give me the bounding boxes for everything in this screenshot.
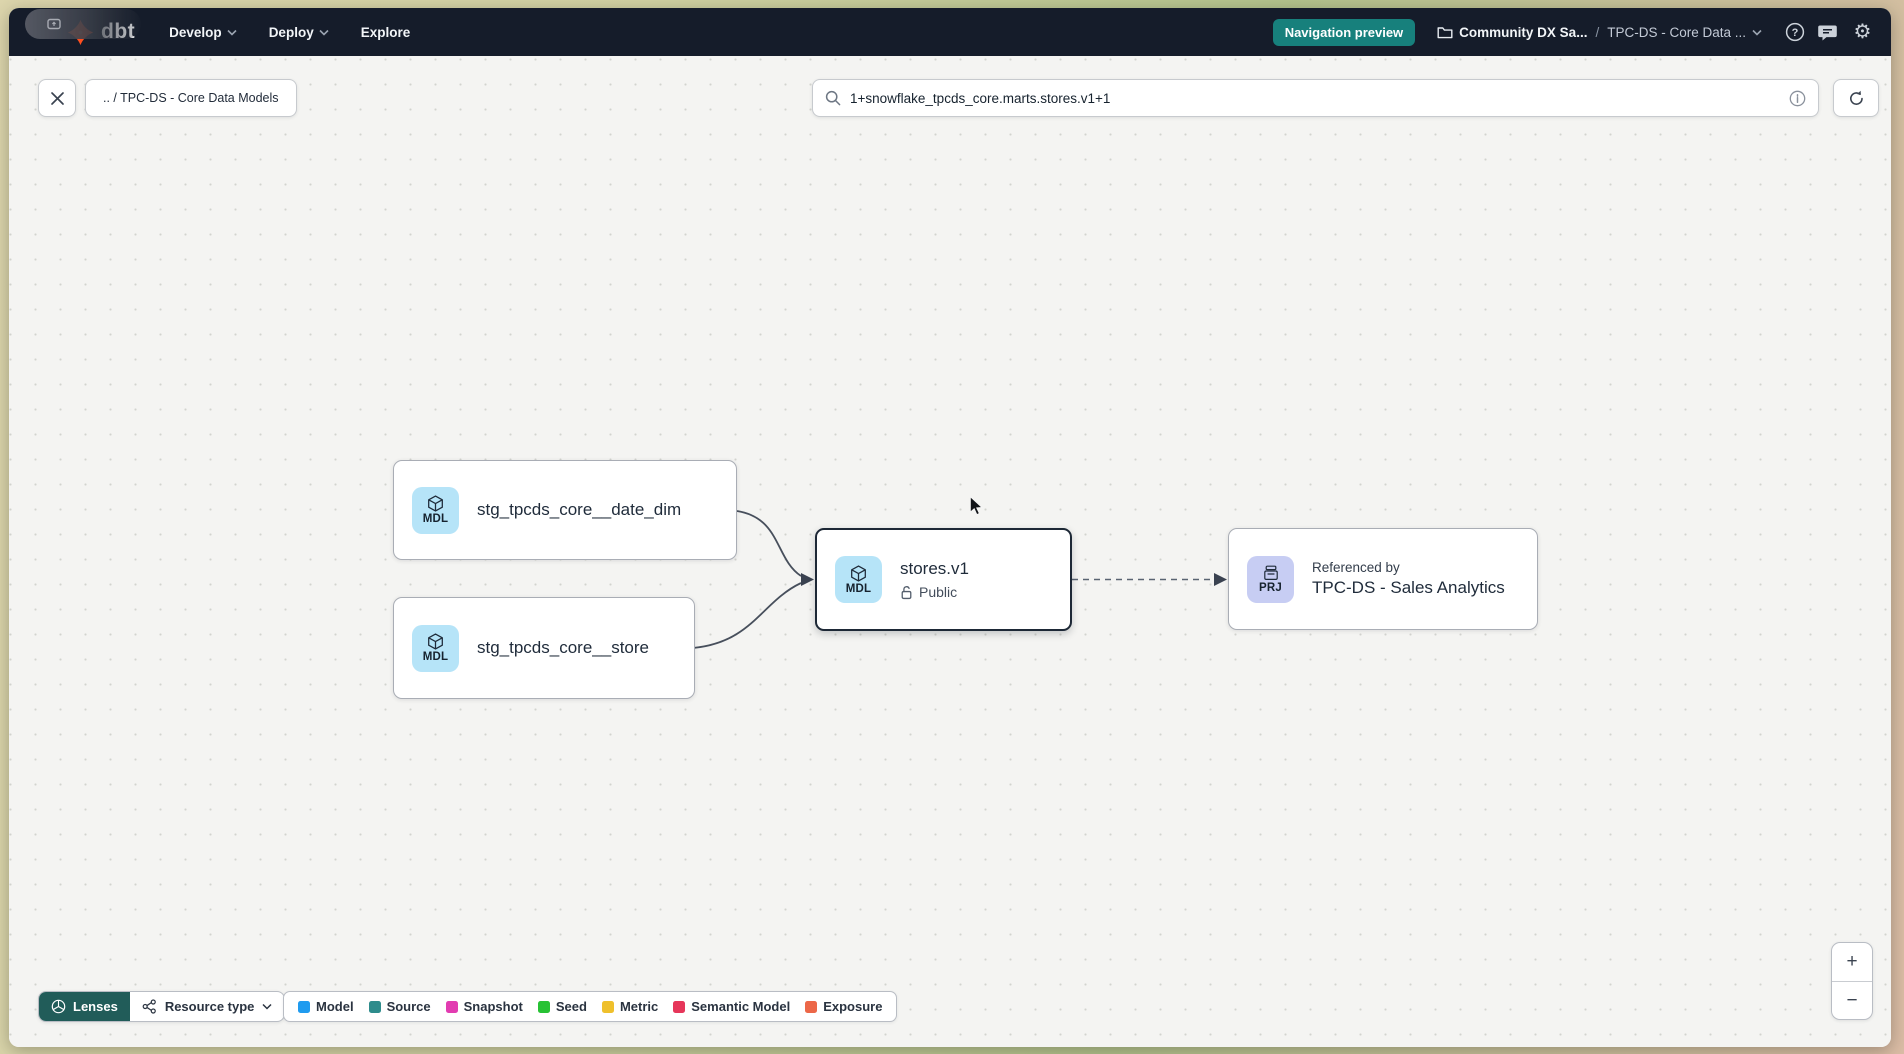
menu-deploy-label: Deploy [268,24,314,40]
legend-item-exposure: Exposure [805,999,882,1014]
lineage-search-input[interactable] [850,90,1780,106]
zoom-out-button[interactable]: − [1832,981,1872,1019]
window-icon [47,18,61,30]
legend-item-seed: Seed [537,999,587,1014]
legend-swatch [298,1000,310,1013]
menu-explore-label: Explore [360,24,411,40]
legend-swatch [537,1000,550,1013]
node-kicker: Referenced by [1312,560,1400,575]
folder-icon [1437,27,1453,39]
arrowhead-into-project [1214,573,1227,586]
lenses-button[interactable]: Lenses [39,992,130,1021]
model-badge: MDL [412,624,459,672]
access-row: Public [900,584,969,600]
edge-date-dim-to-stores [736,510,802,577]
breadcrumb-separator: / [1595,24,1600,40]
cube-icon [428,633,443,650]
close-icon [50,91,64,105]
close-lineage-button[interactable] [38,79,76,117]
legend-swatch [445,1000,458,1013]
lens-controls: Lenses Resource type [38,991,286,1022]
graph-nodes-icon [142,999,156,1014]
account-breadcrumb[interactable]: Community DX Sa... [1437,25,1587,40]
legend-swatch [601,1000,614,1013]
breadcrumb: Community DX Sa... / TPC-DS - Core Data … [1437,25,1762,40]
refresh-icon [1849,90,1863,105]
lineage-breadcrumb-chip[interactable]: .. / TPC-DS - Core Data Models [85,79,297,117]
navbar-icons: ? ⚙ [1784,22,1873,43]
badge-label: MDL [845,582,872,595]
project-name: TPC-DS - Core Data ... [1607,24,1746,40]
cube-icon [851,564,866,582]
lenses-label: Lenses [73,999,118,1014]
node-text-block: stores.v1 Public [900,559,969,600]
project-breadcrumb[interactable]: TPC-DS - Core Data ... [1607,25,1762,40]
badge-label: MDL [422,513,449,525]
chevron-down-icon [262,1003,272,1010]
top-navbar: dbt Develop Deploy Explore Navigation pr… [9,8,1891,56]
badge-label: PRJ [1259,581,1282,594]
menu-develop-label: Develop [169,24,222,40]
project-badge: PRJ [1247,555,1294,603]
zoom-in-button[interactable]: + [1846,951,1858,972]
menu-explore[interactable]: Explore [361,25,411,40]
node-title: stg_tpcds_core__store [477,638,649,657]
navbar-right: Navigation preview Community DX Sa... / … [1272,18,1873,46]
node-stg-tpcds-core-store[interactable]: MDL stg_tpcds_core__store [393,597,695,699]
refresh-lineage-button[interactable] [1833,79,1879,117]
settings-gear-icon[interactable]: ⚙ [1853,21,1872,43]
node-stg-tpcds-core-date-dim[interactable]: MDL stg_tpcds_core__date_dim [393,460,737,560]
mouse-cursor [969,496,984,516]
node-title: stg_tpcds_core__date_dim [477,500,682,519]
lineage-search [812,79,1819,117]
project-stack-icon [1263,565,1278,580]
node-title: TPC-DS - Sales Analytics [1312,578,1505,597]
screen-share-pill [25,9,141,39]
legend-swatch [805,1000,818,1013]
cube-icon [428,495,443,512]
legend-item-source: Source [368,999,431,1014]
chevron-down-icon [1752,29,1762,36]
badge-label: MDL [422,651,449,663]
svg-text:?: ? [1791,27,1798,39]
navigation-preview-badge[interactable]: Navigation preview [1272,18,1416,46]
legend-item-semantic-model: Semantic Model [673,999,790,1014]
node-title: stores.v1 [900,559,969,578]
legend-swatch [673,1000,686,1013]
access-label: Public [919,584,958,600]
resource-type-label: Resource type [164,999,255,1014]
arrowhead-into-stores [801,573,814,586]
model-badge: MDL [412,486,459,534]
zoom-controls: + − [1831,942,1873,1020]
edge-store-to-stores [692,582,802,649]
lineage-canvas[interactable]: .. / TPC-DS - Core Data Models [9,56,1891,1047]
feedback-icon[interactable] [1818,22,1839,43]
chevron-down-icon [319,29,329,36]
resource-type-dropdown[interactable]: Resource type [130,992,285,1021]
resource-type-legend: Model Source Snapshot Seed Metric Semant… [283,991,898,1022]
model-badge: MDL [835,556,882,603]
info-icon[interactable] [1789,90,1806,107]
legend-item-snapshot: Snapshot [445,999,523,1014]
app-window: dbt Develop Deploy Explore Navigation pr… [9,8,1891,1047]
menu-develop[interactable]: Develop [169,25,237,40]
help-icon[interactable]: ? [1784,22,1805,43]
chevron-down-icon [227,29,237,36]
legend-swatch [368,1000,381,1013]
node-stores-v1[interactable]: MDL stores.v1 Public [815,528,1072,631]
search-icon [825,90,841,106]
lineage-breadcrumb-label: .. / TPC-DS - Core Data Models [103,91,279,105]
account-name: Community DX Sa... [1459,24,1588,40]
node-referenced-by-project[interactable]: PRJ Referenced by TPC-DS - Sales Analyti… [1228,528,1538,630]
legend-item-metric: Metric [601,999,658,1014]
lens-aperture-icon [51,999,66,1014]
menu-deploy[interactable]: Deploy [269,25,329,40]
legend-item-model: Model [298,999,354,1014]
lock-open-icon [901,585,912,599]
node-text-block: Referenced by TPC-DS - Sales Analytics [1312,560,1505,598]
main-menu: Develop Deploy Explore [169,25,410,40]
